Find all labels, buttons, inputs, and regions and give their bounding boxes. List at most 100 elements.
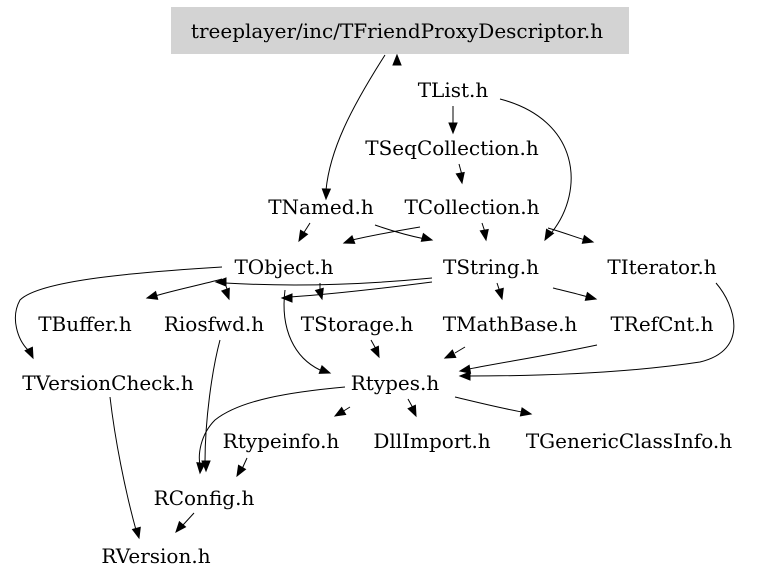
arrowhead — [392, 53, 402, 66]
edge-line — [283, 289, 321, 371]
arrowhead — [443, 349, 457, 359]
arrowhead — [131, 526, 141, 540]
edge-rtypes-to-rconfig — [196, 386, 346, 475]
edge-tstring-to-tmathbase — [494, 282, 504, 301]
node-tversioncheck[interactable]: TVersionCheck.h — [22, 371, 194, 395]
node-tbuffer[interactable]: TBuffer.h — [38, 312, 132, 336]
node-label: Rtypes.h — [351, 371, 440, 395]
arrowhead — [24, 346, 34, 360]
edge-line — [182, 512, 195, 526]
arrowhead — [220, 287, 230, 301]
edge-line — [547, 227, 586, 241]
edge-tcollection-to-tobject — [342, 226, 421, 244]
node-tobject[interactable]: TObject.h — [234, 255, 333, 279]
node-label: TCollection.h — [404, 195, 539, 219]
edge-line — [204, 339, 221, 463]
edge-rtypes-to-dllimport — [407, 398, 417, 418]
node-rconfig[interactable]: RConfig.h — [154, 486, 255, 510]
node-rversion[interactable]: RVersion.h — [101, 544, 210, 568]
edge-tstring-to-trefcnt — [552, 287, 598, 301]
node-tgenericclassinfo[interactable]: TGenericClassInfo.h — [526, 429, 732, 453]
edge-tnamed-to-tobject — [298, 222, 311, 243]
edge-tlist-to-tseqcollection — [448, 106, 458, 135]
arrowhead — [342, 234, 356, 244]
node-label: TBuffer.h — [38, 312, 132, 336]
edge-trefcnt-to-rtypes — [458, 344, 598, 374]
arrowhead — [519, 407, 533, 417]
node-tmathbase[interactable]: TMathBase.h — [443, 312, 578, 336]
node-rtypes[interactable]: Rtypes.h — [351, 371, 440, 395]
edge-tnamed-to-tstring — [374, 224, 434, 242]
arrowhead — [175, 520, 187, 534]
node-tnamed[interactable]: TNamed.h — [268, 195, 374, 219]
arrowhead — [236, 464, 247, 478]
node-label: DllImport.h — [373, 429, 490, 453]
node-label: RVersion.h — [101, 544, 210, 568]
node-tstorage[interactable]: TStorage.h — [301, 312, 414, 336]
node-label: TList.h — [418, 78, 489, 102]
edge-tstring-to-tobject — [280, 281, 433, 303]
node-dllimport[interactable]: DllImport.h — [373, 429, 490, 453]
edge-root-to-tlist — [392, 53, 402, 66]
arrowhead — [214, 277, 227, 287]
arrowhead — [479, 228, 489, 242]
edge-tseqcollection-to-tcollection — [455, 163, 465, 185]
node-label: TRefCnt.h — [610, 312, 713, 336]
edge-line — [198, 386, 346, 466]
edge-tcollection-to-tstring — [479, 222, 489, 242]
edge-line — [467, 282, 735, 377]
node-label: TMathBase.h — [443, 312, 578, 336]
edge-tmathbase-to-rtypes — [443, 346, 466, 359]
arrowhead — [544, 228, 555, 242]
node-layer: treeplayer/inc/TFriendProxyDescriptor.hT… — [22, 7, 732, 568]
node-root: treeplayer/inc/TFriendProxyDescriptor.h — [171, 7, 629, 54]
edge-line — [325, 54, 386, 191]
arrowhead — [280, 293, 293, 303]
edge-line — [351, 226, 421, 241]
node-tstring[interactable]: TString.h — [443, 255, 539, 279]
node-tcollection[interactable]: TCollection.h — [404, 195, 539, 219]
node-label: TVersionCheck.h — [22, 371, 194, 395]
arrowhead — [333, 406, 347, 417]
node-rtypeinfo[interactable]: Rtypeinfo.h — [223, 429, 340, 453]
edge-layer — [15, 53, 735, 540]
arrowhead — [145, 290, 159, 300]
node-titerator[interactable]: TIterator.h — [607, 255, 716, 279]
edge-titerator-to-rtypes — [458, 282, 735, 381]
edge-rtypes-to-tgenericclassinfo — [454, 396, 533, 417]
edge-root-to-tnamed — [321, 54, 386, 201]
edge-tlist-to-tstring — [499, 98, 572, 242]
edge-line — [154, 278, 223, 297]
edge-line — [454, 396, 523, 413]
edge-rconfig-to-rversion — [175, 512, 195, 534]
node-trefcnt[interactable]: TRefCnt.h — [610, 312, 713, 336]
arrowhead — [196, 462, 206, 475]
arrowhead — [318, 364, 332, 374]
edge-tobject-to-tbuffer — [145, 278, 223, 300]
edge-tobject-to-tstorage — [314, 283, 324, 301]
node-label: TString.h — [443, 255, 539, 279]
node-label: RConfig.h — [154, 486, 255, 510]
edge-tobject-to-tversioncheck — [15, 266, 223, 360]
node-tseqcollection[interactable]: TSeqCollection.h — [365, 136, 539, 160]
arrowhead — [298, 229, 309, 243]
edge-line — [241, 457, 248, 470]
arrowhead — [455, 171, 465, 185]
edge-rtypeinfo-to-rconfig — [236, 457, 248, 478]
node-label: treeplayer/inc/TFriendProxyDescriptor.h — [191, 19, 603, 43]
arrowhead — [458, 364, 472, 374]
node-label: TGenericClassInfo.h — [526, 429, 732, 453]
arrowhead — [494, 287, 504, 301]
arrowhead — [581, 234, 595, 244]
arrowhead — [420, 232, 434, 242]
edge-line — [454, 346, 466, 354]
edge-line — [289, 281, 433, 298]
edge-line — [15, 266, 223, 351]
edge-tstring-to-riosfwd — [214, 277, 433, 287]
edge-line — [224, 277, 433, 286]
arrowhead — [448, 122, 458, 135]
node-tlist[interactable]: TList.h — [418, 78, 489, 102]
node-riosfwd[interactable]: Riosfwd.h — [164, 312, 264, 336]
arrowhead — [314, 287, 324, 301]
